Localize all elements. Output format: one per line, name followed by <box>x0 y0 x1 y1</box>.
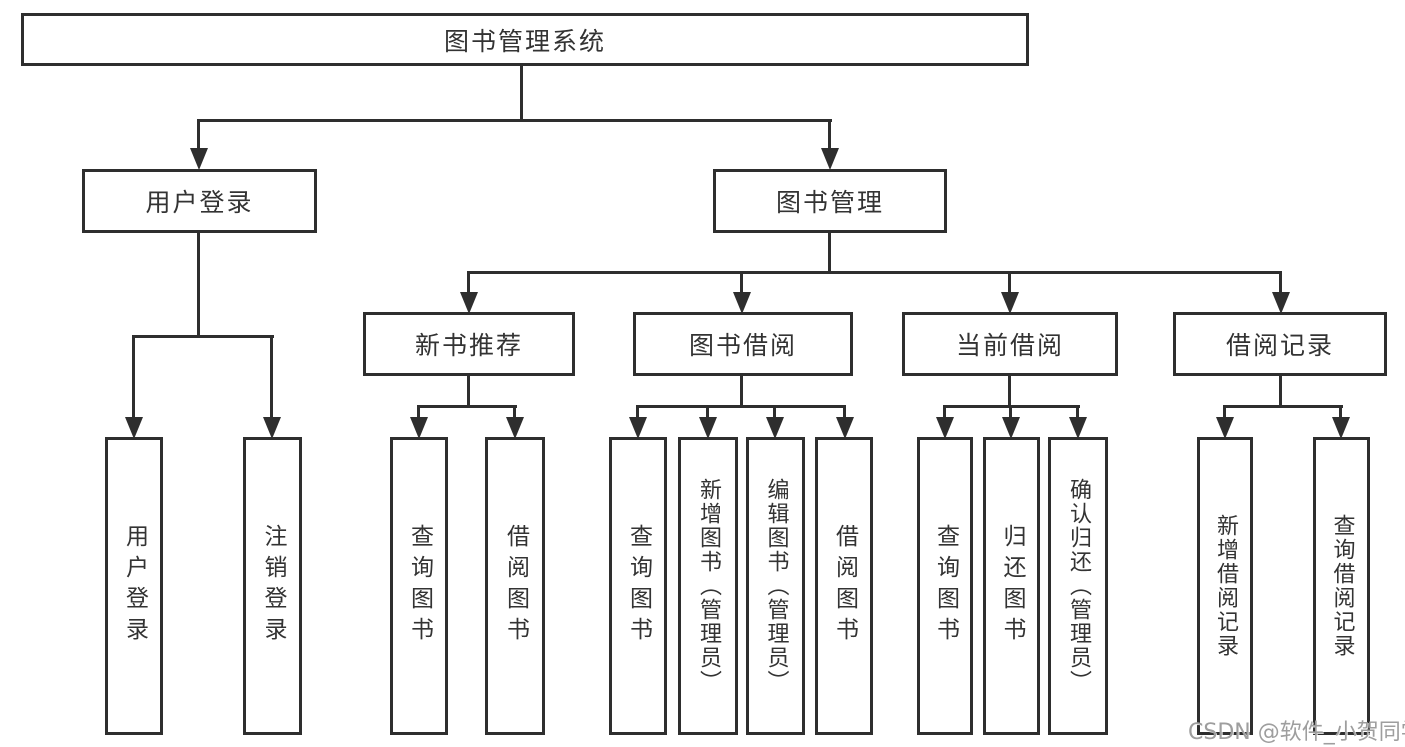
connector-hline <box>1223 405 1343 408</box>
node-leaf-confirm-return-admin: 确认归还（管理员） <box>1048 437 1108 735</box>
connector-hline <box>636 405 846 408</box>
node-leaf-query-books-3: 查询图书 <box>917 437 973 735</box>
arrowhead-down-icon <box>836 417 854 439</box>
arrowhead-down-icon <box>629 417 647 439</box>
arrowhead-down-icon <box>1272 292 1290 314</box>
node-new-book-recommend: 新书推荐 <box>363 312 575 376</box>
connector-vline <box>520 64 523 121</box>
node-leaf-borrow-books-2: 借阅图书 <box>815 437 873 735</box>
connector-vline <box>773 407 776 419</box>
node-leaf-add-borrow-record: 新增借阅记录 <box>1197 437 1253 735</box>
node-user-login: 用户登录 <box>82 169 317 233</box>
connector-vline <box>943 407 946 419</box>
connector-vline <box>1279 273 1282 294</box>
connector-vline <box>1008 273 1011 294</box>
arrowhead-down-icon <box>1002 417 1020 439</box>
node-leaf-user-login: 用户登录 <box>105 437 163 735</box>
node-leaf-query-books-2: 查询图书 <box>609 437 667 735</box>
node-book-borrow: 图书借阅 <box>633 312 853 376</box>
connector-vline <box>467 273 470 294</box>
connector-hline <box>943 405 1080 408</box>
arrowhead-down-icon <box>410 417 428 439</box>
node-book-management: 图书管理 <box>713 169 947 233</box>
arrowhead-down-icon <box>1216 417 1234 439</box>
arrowhead-down-icon <box>1069 417 1087 439</box>
arrowhead-down-icon <box>190 148 208 170</box>
connector-vline <box>1339 407 1342 419</box>
connector-hline <box>467 271 1282 274</box>
arrowhead-down-icon <box>1001 292 1019 314</box>
node-library-system: 图书管理系统 <box>21 13 1029 66</box>
node-leaf-query-books-1: 查询图书 <box>390 437 448 735</box>
connector-hline <box>417 405 517 408</box>
arrowhead-down-icon <box>125 417 143 439</box>
watermark: CSDN @软件_小贺同学 <box>1188 720 1405 745</box>
arrowhead-down-icon <box>699 417 717 439</box>
node-current-borrow: 当前借阅 <box>902 312 1118 376</box>
connector-vline <box>636 407 639 419</box>
arrowhead-down-icon <box>821 148 839 170</box>
connector-vline <box>828 121 831 150</box>
connector-vline <box>132 337 135 419</box>
connector-vline <box>843 407 846 419</box>
arrowhead-down-icon <box>506 417 524 439</box>
connector-vline <box>740 374 743 407</box>
connector-vline <box>1008 374 1011 407</box>
node-leaf-edit-book-admin: 编辑图书（管理员） <box>746 437 805 735</box>
arrowhead-down-icon <box>460 292 478 314</box>
connector-vline <box>417 407 420 419</box>
connector-vline <box>740 273 743 294</box>
node-leaf-query-borrow-record: 查询借阅记录 <box>1313 437 1370 735</box>
connector-vline <box>270 337 273 419</box>
node-leaf-return-books: 归还图书 <box>983 437 1040 735</box>
connector-vline <box>197 121 200 150</box>
connector-vline <box>828 231 831 273</box>
node-borrow-records: 借阅记录 <box>1173 312 1387 376</box>
connector-vline <box>706 407 709 419</box>
connector-vline <box>1009 407 1012 419</box>
connector-vline <box>467 374 470 407</box>
connector-vline <box>1223 407 1226 419</box>
connector-vline <box>1279 374 1282 407</box>
connector-vline <box>197 230 200 337</box>
node-leaf-logout: 注销登录 <box>243 437 302 735</box>
arrowhead-down-icon <box>936 417 954 439</box>
node-leaf-add-book-admin: 新增图书（管理员） <box>678 437 738 735</box>
connector-hline <box>132 335 274 338</box>
connector-vline <box>513 407 516 419</box>
arrowhead-down-icon <box>766 417 784 439</box>
arrowhead-down-icon <box>263 417 281 439</box>
node-leaf-borrow-books-1: 借阅图书 <box>485 437 545 735</box>
arrowhead-down-icon <box>1332 417 1350 439</box>
connector-hline <box>197 119 832 122</box>
connector-vline <box>1076 407 1079 419</box>
arrowhead-down-icon <box>733 292 751 314</box>
